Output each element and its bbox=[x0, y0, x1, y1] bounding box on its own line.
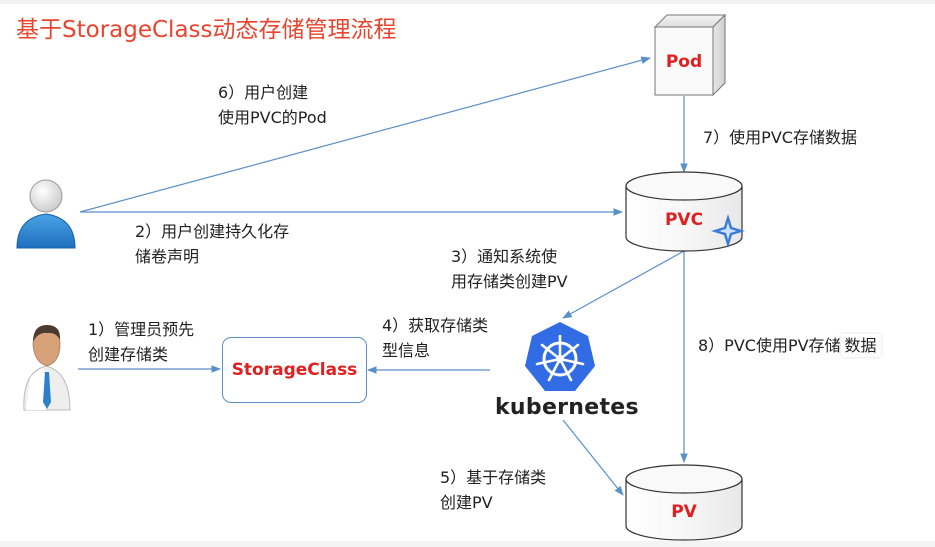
pvc-label: PVC bbox=[665, 210, 703, 230]
sparkle-icon bbox=[711, 214, 745, 248]
kubernetes-logo-icon bbox=[525, 322, 595, 391]
top-border bbox=[0, 0, 935, 4]
step6-line2: 使用PVC的Pod bbox=[218, 108, 327, 127]
kubernetes-label: kubernetes bbox=[495, 395, 639, 420]
pv-node: PV bbox=[625, 464, 743, 541]
step1-line2: 创建存储类 bbox=[88, 345, 169, 364]
step1-line1: 1）管理员预先 bbox=[88, 320, 195, 339]
step2-line1: 2）用户创建持久化存 bbox=[135, 222, 290, 241]
step4-line1: 4）获取存储类 bbox=[382, 316, 489, 335]
storageclass-label: StorageClass bbox=[231, 360, 358, 380]
step6-line1: 6）用户创建 bbox=[218, 83, 309, 102]
step4-line2: 型信息 bbox=[382, 341, 431, 360]
pod-node: Pod bbox=[653, 13, 727, 97]
step8-label: 8）PVC使用PV存储数据 bbox=[698, 334, 881, 357]
user-icon bbox=[16, 179, 76, 249]
step3-line2: 用存储类创建PV bbox=[451, 272, 568, 291]
arrow-pvc-to-kubernetes bbox=[562, 250, 685, 319]
arrow-kubernetes-to-pv bbox=[562, 419, 624, 496]
pod-label: Pod bbox=[666, 52, 702, 72]
admin-icon bbox=[23, 325, 71, 411]
pv-label: PV bbox=[671, 502, 697, 522]
bottom-border bbox=[0, 541, 935, 547]
step8-highlight: 数据 bbox=[840, 334, 881, 357]
step8-text: 8）PVC使用PV存储 bbox=[698, 336, 841, 355]
step5-line1: 5）基于存储类 bbox=[440, 468, 547, 487]
arrow-user-to-pod bbox=[79, 56, 651, 213]
storageclass-node: StorageClass bbox=[222, 337, 367, 403]
step7-label: 7）使用PVC存储数据 bbox=[703, 128, 857, 147]
pvc-node: PVC bbox=[625, 171, 745, 252]
step5-line2: 创建PV bbox=[440, 493, 493, 512]
step2-line2: 储卷声明 bbox=[135, 247, 200, 266]
step3-line1: 3）通知系统使 bbox=[451, 247, 558, 266]
page-title: 基于StorageClass动态存储管理流程 bbox=[16, 17, 397, 43]
